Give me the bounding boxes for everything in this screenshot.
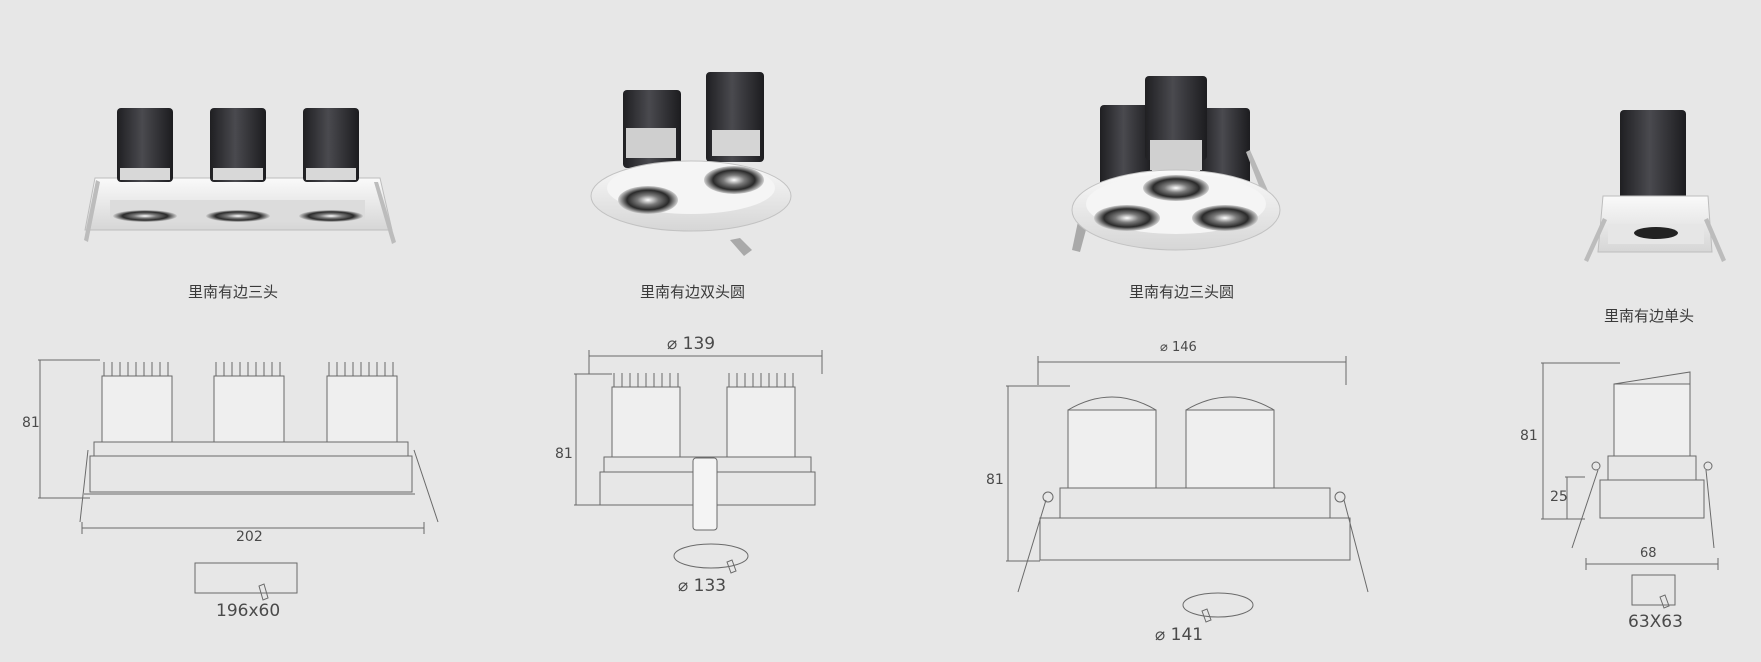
product-3-render	[1071, 76, 1281, 252]
product-3-drawing	[1006, 356, 1369, 623]
product-2-drawing	[574, 350, 823, 574]
product-1-height-dim: 81	[22, 415, 40, 431]
product-4-label: 里南有边单头	[1604, 307, 1695, 325]
product-4-drawing	[1541, 362, 1719, 609]
product-2-render	[590, 72, 792, 256]
product-1-label: 里南有边三头	[188, 283, 279, 301]
product-3-diameter-dim: ⌀ 146	[1160, 340, 1197, 355]
product-3-label: 里南有边三头圆	[1129, 283, 1235, 301]
product-2-height-dim: 81	[555, 446, 573, 462]
product-2-diameter-dim: ⌀ 139	[667, 334, 716, 354]
product-1-cutout-dim: 196x60	[216, 601, 281, 621]
product-4-height-dim: 81	[1520, 428, 1538, 444]
product-4-width-dim: 68	[1640, 546, 1657, 561]
product-3-height-dim: 81	[986, 472, 1004, 488]
product-3-cutout-dim: ⌀ 141	[1155, 625, 1204, 645]
product-4-sub-height-dim: 25	[1550, 489, 1568, 505]
product-1-width-dim: 202	[236, 529, 263, 545]
product-4-cutout-dim: 63X63	[1628, 612, 1683, 632]
product-1-drawing	[38, 359, 439, 601]
product-1-render	[84, 108, 396, 244]
product-2-label: 里南有边双头圆	[640, 283, 746, 301]
product-4-render	[1584, 110, 1726, 262]
product-2-cutout-dim: ⌀ 133	[678, 576, 727, 596]
